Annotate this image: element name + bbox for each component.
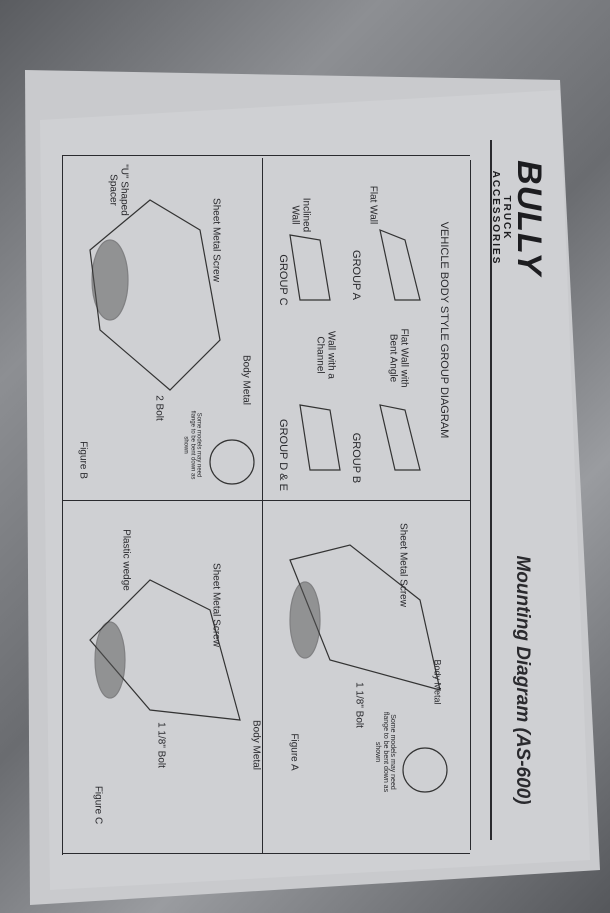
figure-c-screw: Sheet Metal Screw	[210, 563, 222, 647]
frame-right	[470, 160, 471, 850]
figure-c-caption: Figure C	[92, 785, 104, 825]
figure-a-note: Some models may need flange to be bent d…	[374, 711, 397, 793]
frame-left	[62, 155, 63, 855]
column-divider	[262, 158, 263, 853]
label-flat-wall: Flat Wall	[367, 185, 379, 225]
group-diagram-heading: VEHICLE BODY STYLE GROUP DIAGRAM	[437, 221, 450, 439]
figure-b-spacer: "U" Shaped Spacer	[108, 164, 130, 216]
frame-bottom	[62, 853, 470, 854]
figure-b-body: Body Metal	[240, 354, 252, 406]
group-b: GROUP B	[349, 432, 362, 484]
group-d-e: GROUP D & E	[276, 419, 289, 491]
diagram-illustrations	[89, 199, 448, 793]
figure-b-note: Some models may need flange to be bent d…	[182, 410, 202, 480]
figure-b-screw: Sheet Metal Screw	[210, 198, 222, 282]
figure-b-caption: Figure B	[77, 441, 89, 479]
page-title: Mounting Diagram (AS-600)	[511, 555, 533, 805]
figure-a-bolt: 1 1/8" Bolt	[353, 682, 365, 728]
brand-logo: BULLY TRUCK ACCESSORIES	[490, 160, 548, 276]
row-divider	[62, 500, 470, 501]
group-c: GROUP C	[276, 254, 289, 306]
group-a: GROUP A	[349, 250, 362, 300]
label-flat-wall-bent: Flat Wall with Bent Angle	[388, 328, 410, 388]
figure-a-screw: Sheet Metal Screw	[397, 523, 409, 607]
figure-c-wedge: Plastic wedge	[120, 529, 132, 591]
label-inclined-wall: Inclined Wall	[290, 197, 312, 233]
figure-a-caption: Figure A	[288, 733, 300, 771]
title-underline	[490, 140, 492, 840]
figure-b-bolt: 2 Bolt	[153, 395, 165, 421]
label-wall-channel: Wall with a Channel	[315, 331, 337, 379]
figure-c-bolt: 1 1/8" Bolt	[155, 722, 167, 768]
figure-c-body: Body Metal	[250, 719, 262, 771]
figure-a-body: Body Metal	[432, 659, 443, 705]
frame-top	[62, 155, 470, 156]
